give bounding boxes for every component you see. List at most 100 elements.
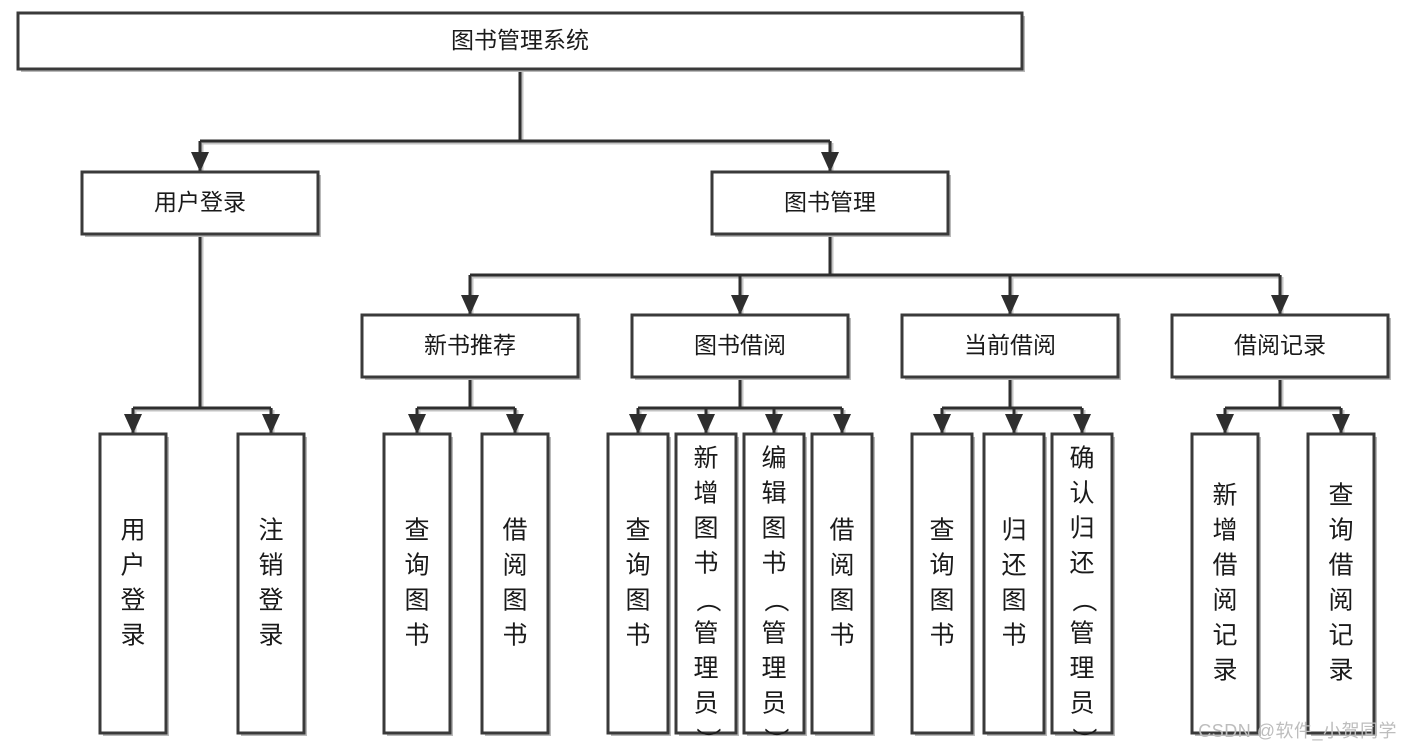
arrow-head <box>933 414 951 434</box>
leaf-label-char: 记 <box>1212 622 1237 650</box>
leaf-label-char: 记 <box>1328 622 1353 650</box>
leaf-label-char: 注 <box>258 517 283 545</box>
leaf-label-char: 辑 <box>761 480 786 508</box>
arrow-head <box>1001 295 1019 315</box>
box-outline <box>982 432 1046 735</box>
leaf-label-char: 新 <box>693 445 718 473</box>
leaf-label-char: 图 <box>1001 587 1026 615</box>
box-outline <box>16 11 1024 71</box>
node-label: 图书管理 <box>784 189 876 215</box>
arrow-head <box>408 414 426 434</box>
box-outline <box>480 432 550 735</box>
leaf-label-char: 阅 <box>502 552 527 580</box>
leaf-label-char: 图 <box>761 515 786 543</box>
leaf-label-char: 书 <box>1001 622 1026 650</box>
box-outline <box>630 313 850 379</box>
arrow-head <box>821 152 839 172</box>
box-outline <box>236 432 306 735</box>
leaf-label-char: 借 <box>1328 552 1353 580</box>
box-outline <box>910 432 974 735</box>
leaf-label-char: 书 <box>404 622 429 650</box>
leaf-label-char: ） <box>761 727 789 747</box>
leaf-label-char: 借 <box>1212 552 1237 580</box>
box-outline <box>674 432 738 735</box>
leaf-label-char: 询 <box>929 552 954 580</box>
leaf-label-char: 询 <box>404 552 429 580</box>
node-level3-2[interactable]: 当前借阅 <box>900 313 1121 380</box>
box-outline <box>98 432 168 735</box>
leaf-label-char: 认 <box>1069 480 1094 508</box>
arrow-head <box>731 295 749 315</box>
box-outline <box>710 170 950 236</box>
arrow-head <box>629 414 647 434</box>
leaf-label-char: 图 <box>829 587 854 615</box>
leaf-label-char: 新 <box>1212 482 1237 510</box>
leaf-label-char: 登 <box>120 587 145 615</box>
leaf-label-char: 借 <box>502 517 527 545</box>
leaf-label-char: 录 <box>258 622 283 650</box>
node-book-management[interactable]: 图书管理 <box>710 170 951 237</box>
node-level3-0[interactable]: 新书推荐 <box>360 313 581 380</box>
leaf-label-char: 归 <box>1001 517 1026 545</box>
arrow-head <box>697 414 715 434</box>
leaf-label-char: 录 <box>120 622 145 650</box>
box-outline <box>810 432 874 735</box>
arrow-head <box>124 414 142 434</box>
leaf-label-char: 书 <box>502 622 527 650</box>
box-outline <box>900 313 1120 379</box>
leaf-label-char: 书 <box>829 622 854 650</box>
leaf-label-char: 图 <box>693 515 718 543</box>
leaf-label-char: 理 <box>693 655 718 683</box>
leaf-label-char: ） <box>1069 727 1097 747</box>
arrow-head <box>1332 414 1350 434</box>
node-user-login[interactable]: 用户登录 <box>80 170 321 237</box>
leaf-label-char: 查 <box>625 517 650 545</box>
leaf-label-char: 编 <box>761 445 786 473</box>
node-root-book-management-system[interactable]: 图书管理系统 <box>16 11 1025 72</box>
leaf-label-char: 询 <box>1328 517 1353 545</box>
node-level3-1[interactable]: 图书借阅 <box>630 313 851 380</box>
box-outline <box>382 432 452 735</box>
leaf-label-char: 还 <box>1001 552 1026 580</box>
leaf-label-char: 书 <box>693 550 718 578</box>
leaf-label-char: 员 <box>693 690 718 718</box>
leaf-label-char: （ <box>693 587 721 612</box>
leaf-label-char: 管 <box>1069 620 1094 648</box>
box-outline <box>1050 432 1114 735</box>
arrow-head <box>262 414 280 434</box>
leaf-label-char: 借 <box>829 517 854 545</box>
leaf-label-char: 户 <box>120 552 145 580</box>
arrow-head <box>1271 295 1289 315</box>
leaf-label-char: 阅 <box>1328 587 1353 615</box>
leaf-label-char: （ <box>761 587 789 612</box>
box-outline <box>80 170 320 236</box>
leaf-label-char: 查 <box>404 517 429 545</box>
node-level3-3[interactable]: 借阅记录 <box>1170 313 1391 380</box>
arrow-head <box>1005 414 1023 434</box>
leaf-label-char: 图 <box>625 587 650 615</box>
leaf-label-char: 书 <box>929 622 954 650</box>
node-label: 图书借阅 <box>694 332 786 358</box>
node-label: 借阅记录 <box>1234 332 1326 358</box>
arrow-head <box>1073 414 1091 434</box>
leaf-label-char: 员 <box>761 690 786 718</box>
leaf-label-char: 管 <box>693 620 718 648</box>
connector-layer <box>124 69 1350 435</box>
arrow-head <box>191 152 209 172</box>
leaf-node-0[interactable]: 用户登录 <box>98 432 169 736</box>
arrow-head <box>461 295 479 315</box>
node-label: 当前借阅 <box>964 332 1056 358</box>
